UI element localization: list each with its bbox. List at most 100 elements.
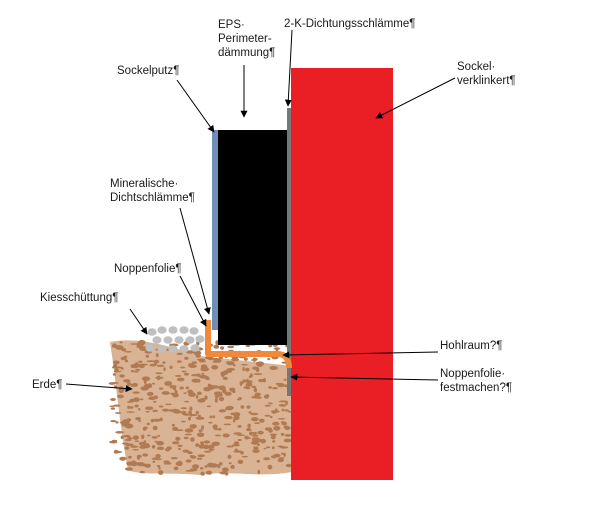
- label-hohlraum: Hohlraum?¶: [440, 340, 502, 352]
- soil-speck: [246, 405, 251, 409]
- soil-speck: [146, 391, 154, 396]
- soil-speck: [227, 454, 232, 459]
- soil-speck: [277, 457, 284, 463]
- soil-speck: [257, 430, 264, 435]
- soil-speck: [113, 404, 121, 407]
- soil-speck: [168, 409, 177, 412]
- soil-speck: [187, 451, 193, 455]
- soil-speck: [270, 410, 280, 413]
- soil-speck: [196, 457, 203, 460]
- soil-speck: [134, 368, 141, 371]
- soil-speck: [226, 407, 234, 410]
- eps-insulation: [218, 130, 287, 345]
- soil-speck: [225, 472, 229, 476]
- arrow-sockelputz: [176, 79, 215, 133]
- soil-speck: [208, 448, 215, 451]
- soil-speck: [137, 363, 145, 367]
- soil-speck: [267, 358, 271, 361]
- soil-speck: [264, 414, 271, 417]
- soil-speck: [181, 370, 187, 373]
- soil-speck: [217, 464, 221, 469]
- soil-speck: [266, 394, 270, 399]
- soil-speck: [189, 455, 195, 457]
- soil-speck: [152, 425, 158, 431]
- soil-speck: [218, 385, 226, 391]
- soil-speck: [173, 466, 179, 471]
- soil-speck: [153, 362, 157, 366]
- soil-speck: [146, 360, 155, 363]
- soil-speck: [131, 460, 136, 465]
- soil-speck: [230, 464, 235, 469]
- arrow-mineralische: [179, 207, 211, 315]
- soil-speck: [233, 441, 240, 445]
- arrow-festmachen: [290, 373, 439, 381]
- soil-speck: [191, 374, 199, 377]
- soil-speck: [185, 386, 189, 390]
- soil-speck: [119, 374, 125, 378]
- soil-speck: [195, 394, 199, 399]
- soil-speck: [242, 379, 247, 383]
- soil-speck: [176, 360, 182, 363]
- soil-speck: [234, 448, 238, 452]
- soil-speck: [120, 356, 128, 361]
- soil-speck: [110, 398, 116, 401]
- arrow-sockel: [375, 77, 456, 119]
- soil-speck: [251, 385, 257, 389]
- soil-speck: [222, 433, 230, 438]
- soil-speck: [147, 383, 153, 389]
- soil-speck: [227, 345, 235, 349]
- soil-speck: [128, 406, 134, 409]
- soil-speck: [200, 398, 207, 400]
- soil-speck: [252, 366, 259, 370]
- soil-speck: [272, 387, 278, 390]
- gravel-pebble: [195, 335, 205, 343]
- soil-speck: [136, 341, 145, 347]
- soil-speck: [153, 359, 160, 364]
- soil-speck: [167, 461, 171, 465]
- gravel-pebble: [145, 344, 155, 352]
- soil-speck: [145, 354, 149, 358]
- soil-speck: [166, 446, 172, 450]
- soil-speck: [277, 445, 284, 448]
- soil-speck: [218, 409, 227, 413]
- soil-speck: [222, 376, 228, 380]
- soil-speck: [277, 418, 286, 420]
- soil-speck: [228, 462, 232, 465]
- soil-speck: [241, 455, 249, 458]
- leader-lines: [65, 29, 456, 393]
- gravel-pebble: [163, 336, 173, 344]
- arrow-erde: [65, 383, 133, 393]
- soil-speck: [201, 425, 204, 430]
- soil-speck: [174, 390, 178, 395]
- soil-speck: [244, 357, 248, 361]
- soil-speck: [250, 412, 259, 416]
- soil-speck: [158, 405, 164, 408]
- soil-speck: [269, 415, 273, 419]
- soil-speck: [222, 467, 229, 473]
- soil-speck: [205, 470, 213, 475]
- soil-speck: [184, 400, 190, 403]
- soil-speck: [163, 367, 166, 371]
- soil-speck: [198, 429, 203, 433]
- soil-speck: [138, 420, 142, 422]
- soil-speck: [115, 421, 119, 424]
- soil-speck: [135, 417, 142, 421]
- soil-speck: [212, 358, 218, 361]
- soil-speck: [185, 470, 195, 472]
- gravel-pebble: [168, 326, 178, 334]
- soil-speck: [134, 404, 139, 408]
- soil-speck: [124, 446, 130, 450]
- gravel-pebble: [157, 326, 167, 334]
- soil-speck: [283, 378, 287, 381]
- soil-speck: [172, 441, 180, 445]
- soil-speck: [119, 456, 127, 461]
- soil-speck: [263, 447, 267, 450]
- soil-speck: [197, 398, 206, 403]
- soil-speck: [143, 426, 148, 430]
- soil-speck: [268, 386, 273, 389]
- soil-speck: [128, 455, 132, 459]
- arrow-noppenfolie: [179, 275, 207, 327]
- soil-speck: [264, 404, 271, 407]
- soil-speck: [135, 362, 139, 366]
- soil-speck: [278, 404, 287, 407]
